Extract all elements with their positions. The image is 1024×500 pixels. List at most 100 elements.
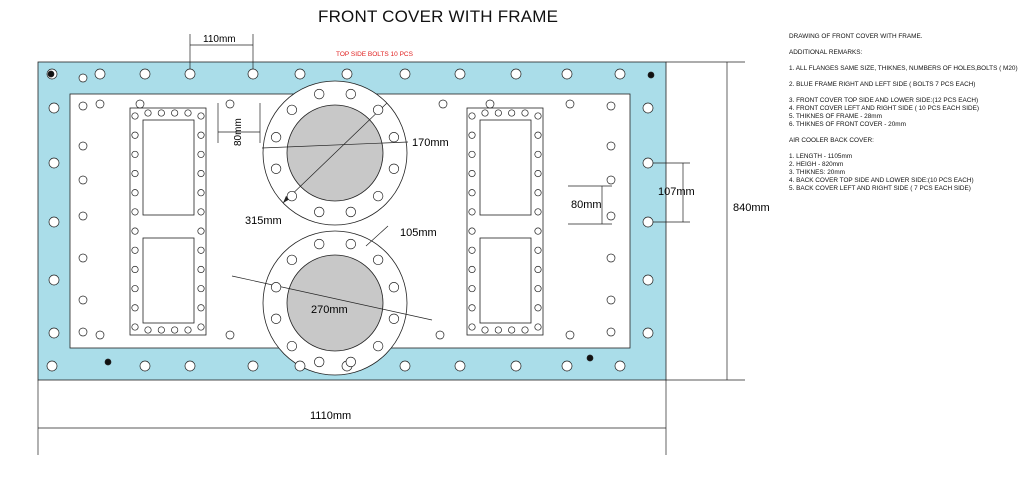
drawing-title: FRONT COVER WITH FRAME: [318, 7, 559, 26]
frame-bolt-hole: [48, 327, 60, 339]
cover-bolt-hole: [606, 295, 616, 305]
flange-bolt-hole: [286, 190, 298, 202]
opening-bolt-hole: [534, 169, 542, 178]
corner-dot: [647, 71, 655, 79]
opening-bolt-hole: [481, 109, 489, 117]
flange-bolt-hole: [314, 356, 325, 368]
opening-bolt-hole: [197, 246, 205, 254]
openings: [129, 107, 544, 336]
opening-bolt-hole: [468, 227, 476, 235]
opening-bolt-hole: [494, 109, 502, 117]
opening-bolt-hole: [481, 326, 489, 334]
flange-bolt-hole: [270, 282, 282, 293]
dim-flange-width: 170mm: [412, 137, 449, 149]
dim-inner-80: 80mm: [233, 118, 244, 146]
flange-bolt-hole: [314, 206, 325, 218]
frame-bolt-hole: [614, 360, 626, 372]
frame-bolt-hole: [399, 360, 411, 372]
back-item: 2. HEIGH - 820mm: [789, 161, 844, 168]
flange-bolt-hole: [286, 104, 298, 116]
back-item: 1. LENGTH - 1105mm: [789, 153, 853, 160]
opening-bolt-hole: [468, 208, 476, 216]
opening-bolt-hole: [494, 326, 502, 334]
opening-bolt-hole: [534, 208, 542, 216]
flange-bolt-hole: [314, 88, 325, 100]
back-cover-heading: AIR COOLER BACK COVER:: [789, 137, 874, 144]
frame-bolt-hole: [94, 68, 106, 80]
opening-bolt-hole: [144, 326, 152, 334]
opening-bolt-hole: [468, 189, 476, 197]
opening-bolt-hole: [197, 150, 205, 158]
cover-bolt-hole: [135, 99, 145, 109]
cover-bolt-hole: [606, 327, 616, 337]
cover-bolt-hole: [78, 141, 88, 151]
remark-item: 5. THIKNES OF FRAME - 28mm: [789, 113, 882, 120]
bolt-holes: [46, 68, 655, 372]
cover-bolt-hole: [78, 253, 88, 263]
opening-bolt-hole: [131, 150, 139, 158]
opening-bolt-hole: [144, 109, 152, 117]
opening-bolt-hole: [534, 323, 542, 331]
notes-heading: DRAWING OF FRONT COVER WITH FRAME.: [789, 33, 923, 40]
opening-bolt-hole: [171, 109, 179, 117]
frame-bolt-hole: [294, 360, 306, 372]
frame-bolt-hole: [247, 360, 259, 372]
opening-bolt-hole: [468, 169, 476, 178]
opening-bolt-hole: [468, 323, 476, 331]
opening-bolt-hole: [197, 304, 205, 312]
frame-bolt-hole: [642, 216, 654, 228]
frame-bolt-hole: [139, 68, 151, 80]
frame-bolt-hole: [48, 102, 60, 114]
opening-bolt-hole: [508, 326, 516, 334]
opening-bolt-hole: [468, 285, 476, 293]
back-item: 5. BACK COVER LEFT AND RIGHT SIDE ( 7 PC…: [789, 185, 971, 192]
cover-bolt-hole: [78, 295, 88, 305]
upper-flange: [261, 80, 409, 226]
flange-bolt-hole: [270, 163, 282, 174]
dim-lower-offset: 105mm: [400, 227, 437, 239]
frame-bolt-hole: [139, 360, 151, 372]
dim-height-total: 840mm: [733, 202, 770, 214]
cover-bolt-hole: [225, 99, 235, 109]
opening-bolt-hole: [534, 265, 542, 274]
frame-bolt-hole: [184, 360, 196, 372]
top-bolts-label: TOP SIDE BOLTS 10 PCS: [336, 51, 414, 58]
flange-bolt-hole: [345, 356, 356, 368]
flange-bolt-hole: [372, 340, 384, 352]
flange-bolt-hole: [345, 206, 356, 218]
opening-bolt-hole: [197, 189, 205, 197]
opening-bolt-hole: [468, 304, 476, 312]
cover-bolt-hole: [438, 99, 448, 109]
remark-item: 4. FRONT COVER LEFT AND RIGHT SIDE ( 10 …: [789, 105, 979, 112]
flange-bolt-hole: [270, 132, 282, 143]
flange-bolt-hole: [372, 104, 384, 116]
opening-bolt-hole: [534, 150, 542, 158]
flange-bolt-hole: [270, 313, 282, 324]
opening-bolt-hole: [521, 109, 529, 117]
frame-bolt-hole: [510, 68, 522, 80]
cover-bolt-hole: [78, 101, 88, 111]
flange-bolt-hole: [286, 340, 298, 352]
opening-bolt-hole: [197, 265, 205, 274]
remark-item: 6. THIKNES OF FRONT COVER - 20mm: [789, 121, 906, 128]
opening-bolt-hole: [508, 109, 516, 117]
frame-bolt-hole: [48, 216, 60, 228]
dim-right-107: 107mm: [658, 186, 695, 198]
dim-lower-diameter: 270mm: [311, 304, 348, 316]
opening-bolt-hole: [534, 189, 542, 197]
opening-bolt-hole: [184, 326, 192, 334]
cover-bolt-hole: [225, 330, 235, 340]
opening-bolt-hole: [468, 150, 476, 158]
frame-bolt-hole: [46, 360, 58, 372]
dim-bolt-spacing: 110mm: [203, 34, 236, 45]
frame-bolt-hole: [561, 360, 573, 372]
flange-bolt-hole: [345, 238, 356, 250]
frame-bolt-hole: [561, 68, 573, 80]
cover-bolt-hole: [565, 99, 575, 109]
opening-bolt-hole: [197, 131, 205, 139]
opening-bolt-hole: [197, 112, 205, 120]
cover-bolt-hole: [485, 99, 495, 109]
dim-flange-diagonal: 315mm: [245, 215, 282, 227]
cover-bolt-hole: [435, 330, 445, 340]
remark-item: 2. BLUE FRAME RIGHT AND LEFT SIDE ( BOLT…: [789, 81, 976, 88]
